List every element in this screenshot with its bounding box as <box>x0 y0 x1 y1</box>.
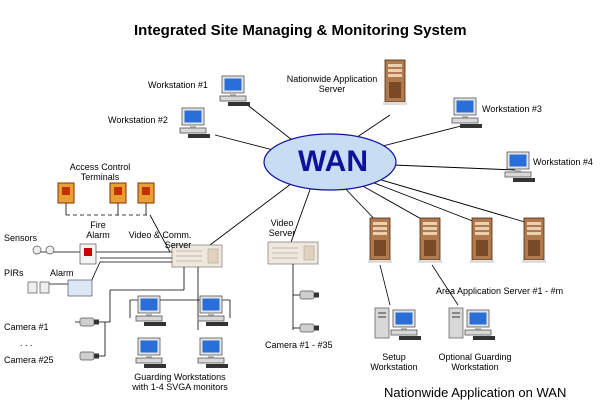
nationwide-server-icon <box>382 59 408 106</box>
guarding-workstations-label-line1: Guarding Workstations <box>134 372 226 382</box>
setup-workstation-label: Setup Workstation <box>366 352 422 372</box>
fire-alarm-label: Fire Alarm <box>82 220 114 240</box>
video-server-icon <box>267 241 319 265</box>
pir-icon <box>39 281 50 294</box>
video-server-label-line2: Server <box>268 228 296 238</box>
video-server-label: Video Server <box>262 218 302 238</box>
access-terminal-icon <box>109 182 127 204</box>
guarding-workstations-label-line2: with 1-4 SVGA monitors <box>132 382 228 392</box>
optional-guarding-label-line1: Optional Guarding <box>438 352 512 362</box>
sensors-label: Sensors <box>4 233 38 243</box>
optional-guarding-label-line2: Workstation <box>451 362 499 372</box>
video-comm-server-label-line1: Video & Comm. <box>128 230 192 240</box>
camera-1-label: Camera #1 <box>4 322 49 332</box>
area-server-icon <box>367 217 393 264</box>
guarding-workstation-icon <box>197 295 229 327</box>
area-server-icon <box>417 217 443 264</box>
camera-range-label: Camera #1 - #35 <box>265 340 333 350</box>
video-comm-server-label-line2: Server <box>164 240 192 250</box>
guarding-workstation-icon <box>197 337 229 369</box>
camera-icon <box>79 317 100 327</box>
page-title: Integrated Site Managing & Monitoring Sy… <box>134 22 467 39</box>
alarm-panel-icon <box>67 279 93 297</box>
setup-pc-tower-icon <box>374 307 390 339</box>
fire-alarm-label-line1: Fire <box>90 220 106 230</box>
access-control-label-line1: Access Control <box>69 162 131 172</box>
optional-pc-tower-icon <box>448 307 464 339</box>
workstation-3-label: Workstation #3 <box>482 104 542 114</box>
area-server-icon <box>521 217 547 264</box>
guarding-workstation-icon <box>135 295 167 327</box>
access-terminal-icon <box>57 182 75 204</box>
access-terminal-icon <box>137 182 155 204</box>
area-server-icon <box>469 217 495 264</box>
camera-dots-label: . . . <box>20 338 33 348</box>
video-comm-server-label: Video & Comm. Server <box>122 230 198 250</box>
workstation-1-icon <box>219 75 251 107</box>
workstation-4-label: Workstation #4 <box>533 157 593 167</box>
pir-icon <box>27 281 38 294</box>
nationwide-server-label-line2: Server <box>318 84 346 94</box>
optional-guarding-label: Optional Guarding Workstation <box>432 352 518 372</box>
footer-caption: Nationwide Application on WAN <box>384 385 567 400</box>
access-control-label-line2: Terminals <box>80 172 120 182</box>
setup-workstation-label-line2: Workstation <box>370 362 418 372</box>
wan-cloud <box>263 133 397 191</box>
guarding-workstation-icon <box>135 337 167 369</box>
camera-icon <box>299 323 320 333</box>
alarm-label: Alarm <box>50 268 74 278</box>
setup-workstation-label-line1: Setup <box>382 352 406 362</box>
wan-label: WAN <box>298 145 368 178</box>
camera-25-label: Camera #25 <box>4 355 54 365</box>
nationwide-server-label-line1: Nationwide Application <box>286 74 378 84</box>
setup-workstation-icon <box>390 309 422 341</box>
nationwide-server-label: Nationwide Application Server <box>282 74 382 94</box>
video-server-label-line1: Video <box>270 218 294 228</box>
workstation-4-icon <box>504 151 536 183</box>
access-control-label: Access Control Terminals <box>52 162 148 182</box>
workstation-2-label: Workstation #2 <box>108 115 168 125</box>
pirs-label: PIRs <box>4 268 24 278</box>
camera-icon <box>299 290 320 300</box>
workstation-3-icon <box>451 97 483 129</box>
workstation-2-icon <box>179 107 211 139</box>
guarding-workstations-label: Guarding Workstations with 1-4 SVGA moni… <box>118 372 242 392</box>
camera-icon <box>79 351 100 361</box>
fire-alarm-label-line2: Alarm <box>86 230 110 240</box>
area-servers-label: Area Application Server #1 - #m <box>436 286 564 296</box>
workstation-1-label: Workstation #1 <box>148 80 208 90</box>
sensor-icon <box>45 245 55 255</box>
optional-workstation-icon <box>464 309 496 341</box>
sensor-icon <box>32 245 42 255</box>
